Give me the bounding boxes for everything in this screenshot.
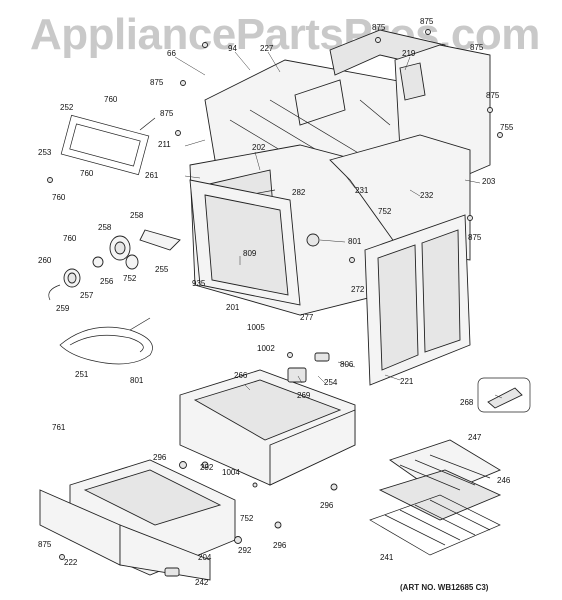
part-label-256: 256: [100, 277, 114, 286]
part-label-875-f: 875: [486, 91, 500, 100]
part-label-211: 211: [158, 140, 171, 149]
part-label-760-a: 760: [104, 95, 118, 104]
part-label-221: 221: [400, 377, 414, 386]
part-label-255: 255: [155, 265, 169, 274]
part-labels: 66 94 227 875 875 875 875 875 875 875 87…: [38, 17, 514, 587]
part-label-935: 935: [192, 279, 206, 288]
part-label-258-b: 258: [98, 223, 112, 232]
bake-element: [59, 317, 153, 365]
door-frame: [189, 179, 301, 306]
part-label-296-b: 296: [320, 501, 334, 510]
part-label-875-g: 875: [468, 233, 482, 242]
part-label-202: 202: [252, 143, 266, 152]
part-label-227: 227: [260, 44, 274, 53]
part-label-1004: 1004: [222, 468, 240, 477]
part-label-269: 269: [297, 391, 311, 400]
broiler-pan: [369, 439, 502, 556]
part-label-875-c: 875: [372, 23, 386, 32]
part-label-272: 272: [351, 285, 365, 294]
part-label-94: 94: [228, 44, 237, 53]
part-label-259: 259: [56, 304, 70, 313]
part-label-246: 246: [497, 476, 511, 485]
part-label-203: 203: [482, 177, 496, 186]
part-label-752-a: 752: [378, 207, 392, 216]
inset-part-268: [477, 377, 531, 413]
part-label-296-a: 296: [153, 453, 167, 462]
part-label-251: 251: [75, 370, 89, 379]
part-label-277: 277: [300, 313, 314, 322]
part-label-1002: 1002: [257, 344, 275, 353]
part-label-760-b: 760: [80, 169, 94, 178]
part-label-875-a: 875: [150, 78, 164, 87]
part-label-801-a: 801: [348, 237, 362, 246]
part-label-296-c: 296: [273, 541, 287, 550]
part-label-292-a: 292: [200, 463, 214, 472]
part-label-66: 66: [167, 49, 176, 58]
convection-fan-parts: [48, 229, 181, 301]
part-label-231: 231: [355, 186, 369, 195]
part-label-252: 252: [60, 103, 74, 112]
part-label-241: 241: [380, 553, 394, 562]
part-label-247: 247: [468, 433, 482, 442]
warming-drawer: [39, 459, 236, 581]
part-label-201: 201: [226, 303, 240, 312]
part-label-801-b: 801: [130, 376, 144, 385]
hardware-screws: [47, 29, 503, 577]
part-label-875-e: 875: [470, 43, 484, 52]
part-label-253: 253: [38, 148, 52, 157]
part-label-260: 260: [38, 256, 52, 265]
part-label-292-b: 292: [238, 546, 252, 555]
part-label-1005: 1005: [247, 323, 265, 332]
door-panel: [364, 214, 471, 386]
part-label-261: 261: [145, 171, 159, 180]
part-label-760-c: 760: [52, 193, 66, 202]
leader-lines: [174, 51, 503, 399]
part-label-266: 266: [234, 371, 248, 380]
part-label-258-a: 258: [130, 211, 144, 220]
part-label-875-b: 875: [160, 109, 174, 118]
part-label-254: 254: [324, 378, 338, 387]
drawer-base: [179, 369, 356, 486]
part-label-875-h: 875: [38, 540, 52, 549]
part-label-875-d: 875: [420, 17, 434, 26]
part-label-760-d: 760: [63, 234, 77, 243]
part-label-761: 761: [52, 423, 66, 432]
part-label-752-b: 752: [123, 274, 137, 283]
part-label-809: 809: [243, 249, 257, 258]
part-label-232: 232: [420, 191, 434, 200]
part-label-755: 755: [500, 123, 514, 132]
broil-element: [60, 114, 156, 176]
part-label-752-c: 752: [240, 514, 254, 523]
part-label-222: 222: [64, 558, 78, 567]
part-label-204: 204: [198, 553, 212, 562]
part-label-282: 282: [292, 188, 306, 197]
part-label-242: 242: [195, 578, 209, 587]
part-label-219: 219: [402, 49, 416, 58]
part-label-257: 257: [80, 291, 94, 300]
art-number: (ART NO. WB12685 C3): [400, 583, 489, 592]
part-label-268: 268: [460, 398, 474, 407]
part-label-806: 806: [340, 360, 354, 369]
